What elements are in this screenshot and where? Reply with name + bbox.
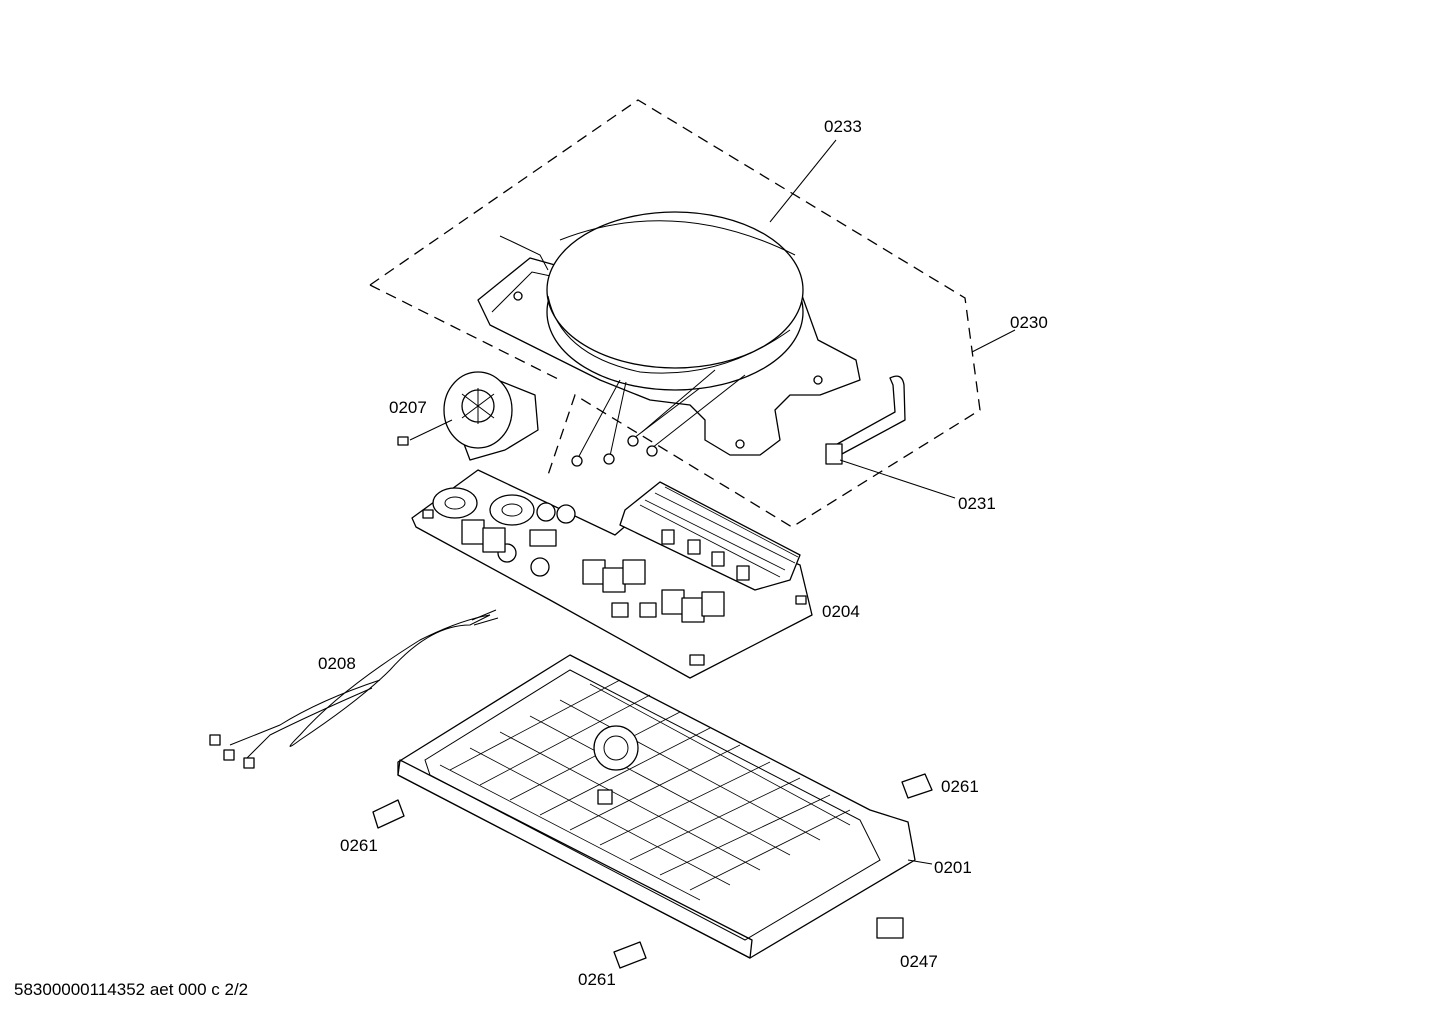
label-0230: 0230 (1010, 313, 1048, 332)
power-pcb-0204 (411, 469, 813, 679)
bottom-housing-0201 (397, 654, 916, 959)
induction-coil-0233 (546, 211, 804, 467)
label-0233: 0233 (824, 117, 862, 136)
clip-0261-right (901, 773, 933, 799)
label-0261-right: 0261 (941, 777, 979, 796)
leader-lines (769, 139, 1016, 865)
assembly-0230-outline (369, 99, 981, 528)
clip-0261-left (372, 799, 405, 829)
drawing-reference-footer: 58300000114352 aet 000 c 2/2 (14, 980, 249, 999)
mains-cable-0208 (209, 609, 499, 769)
cooling-fan-0207 (397, 371, 539, 461)
label-0208: 0208 (318, 654, 356, 673)
temperature-sensor-0231 (825, 375, 906, 465)
label-0204: 0204 (822, 602, 860, 621)
label-0261-left: 0261 (340, 836, 378, 855)
foot-0247 (876, 917, 904, 939)
clip-0261-bottom (613, 941, 647, 969)
label-0207: 0207 (389, 398, 427, 417)
label-0231: 0231 (958, 494, 996, 513)
label-0201: 0201 (934, 858, 972, 877)
label-0261-bottom: 0261 (578, 970, 616, 989)
label-0247: 0247 (900, 952, 938, 971)
